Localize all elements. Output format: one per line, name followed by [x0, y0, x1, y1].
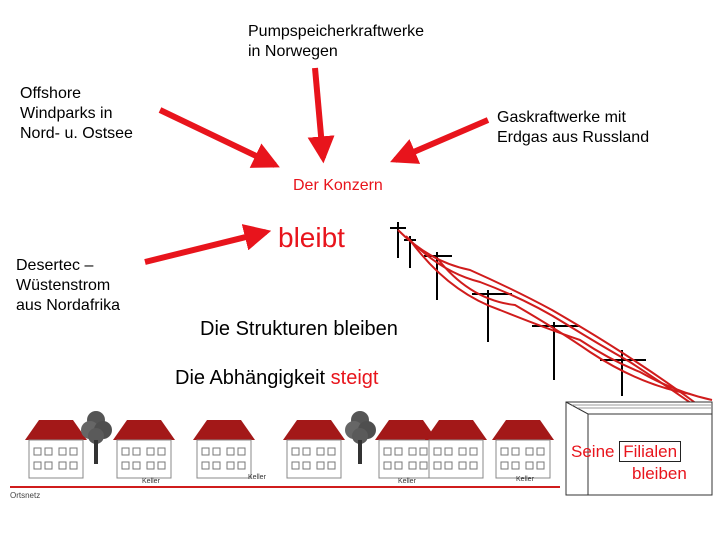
- remains-label: bleibt: [278, 222, 345, 253]
- supply-arrows: [144, 67, 490, 265]
- desertec-label: Desertec – Wüstenstrom aus Nordafrika: [16, 257, 121, 314]
- store-label: Seine Filialen: [571, 441, 682, 463]
- cellar-label: Keller: [248, 474, 267, 481]
- cellar-label: Keller: [516, 476, 535, 483]
- cellar-label: Keller: [142, 478, 161, 485]
- village: Keller Keller Keller Keller Ortsnetz: [10, 411, 560, 500]
- arrow-icon: [158, 107, 280, 168]
- cellar-label: Keller: [398, 478, 417, 485]
- house-icon: [112, 419, 176, 479]
- box-icon: [565, 401, 713, 496]
- gas-label: Gaskraftwerke mit Erdgas aus Russland: [497, 109, 650, 146]
- arrow-icon: [307, 67, 335, 164]
- dependency-label: Die Abhängigkeit steigt: [175, 367, 379, 389]
- structures-label: Die Strukturen bleiben: [200, 318, 398, 340]
- tree-icon: [345, 411, 376, 464]
- house-icon: [24, 419, 88, 479]
- power-line: [397, 229, 713, 419]
- house-icon: [424, 419, 488, 479]
- pump-storage-label: Pumpspeicherkraftwerke in Norwegen: [248, 23, 425, 60]
- power-pole-icon: [390, 222, 646, 396]
- arrow-icon: [390, 117, 490, 164]
- tree-icon: [81, 411, 112, 464]
- store-remains-label: bleiben: [632, 464, 687, 483]
- house-icon: [192, 419, 256, 479]
- arrow-icon: [144, 224, 272, 265]
- network-label: Ortsnetz: [10, 491, 40, 500]
- offshore-label: Offshore Windparks in Nord- u. Ostsee: [20, 85, 133, 142]
- house-icon: [282, 419, 346, 479]
- house-icon: [491, 419, 555, 479]
- house-icon: [374, 419, 438, 479]
- corporation-label: Der Konzern: [293, 177, 383, 194]
